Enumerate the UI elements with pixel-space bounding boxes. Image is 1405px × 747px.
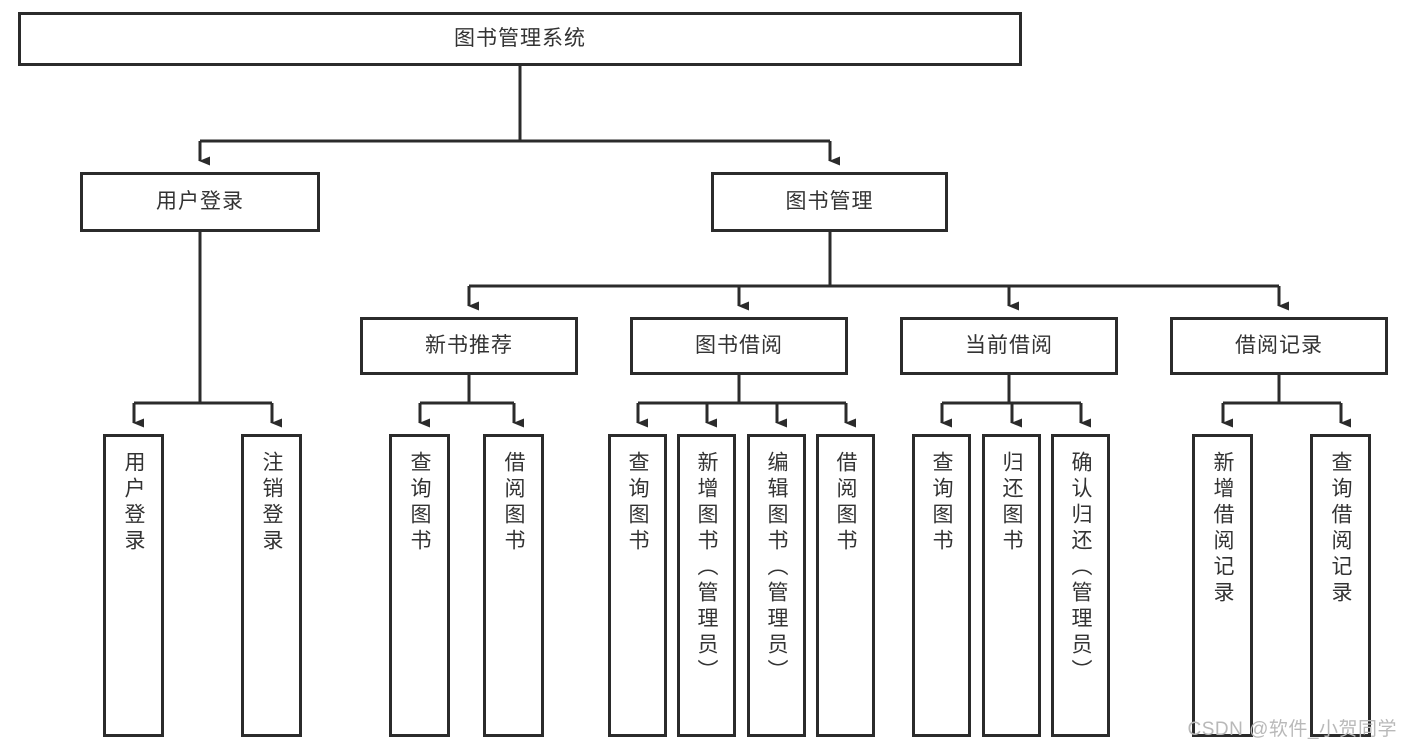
node-leaf-query-book-3[interactable]: 查询图书 bbox=[912, 434, 971, 737]
node-label: 借阅图书 bbox=[834, 451, 857, 555]
node-leaf-add-book-admin[interactable]: 新增图书（管理员） bbox=[677, 434, 736, 737]
node-label: 查询图书 bbox=[408, 451, 431, 555]
node-label: 新增图书（管理员） bbox=[695, 451, 718, 685]
node-label: 用户登录 bbox=[122, 451, 145, 555]
node-user-login[interactable]: 用户登录 bbox=[80, 172, 320, 232]
node-leaf-user-login[interactable]: 用户登录 bbox=[103, 434, 164, 737]
node-label: 用户登录 bbox=[156, 189, 244, 213]
node-leaf-user-logout[interactable]: 注销登录 bbox=[241, 434, 302, 737]
node-new-book-recommend[interactable]: 新书推荐 bbox=[360, 317, 578, 375]
node-label: 借阅记录 bbox=[1235, 333, 1323, 357]
csdn-watermark: CSDN @软件_小贺同学 bbox=[1187, 719, 1397, 740]
node-label: 当前借阅 bbox=[965, 333, 1053, 357]
node-root-book-management-system[interactable]: 图书管理系统 bbox=[18, 12, 1022, 66]
node-borrow-record[interactable]: 借阅记录 bbox=[1170, 317, 1388, 375]
node-label: 编辑图书（管理员） bbox=[765, 451, 788, 685]
node-book-management[interactable]: 图书管理 bbox=[711, 172, 948, 232]
node-label: 新书推荐 bbox=[425, 333, 513, 357]
node-label: 查询图书 bbox=[626, 451, 649, 555]
node-label: 确认归还（管理员） bbox=[1069, 451, 1092, 685]
node-label: 查询图书 bbox=[930, 451, 953, 555]
node-label: 注销登录 bbox=[260, 451, 283, 555]
node-current-borrow[interactable]: 当前借阅 bbox=[900, 317, 1118, 375]
node-book-borrow[interactable]: 图书借阅 bbox=[630, 317, 848, 375]
node-leaf-query-borrow-record[interactable]: 查询借阅记录 bbox=[1310, 434, 1371, 737]
node-label: 归还图书 bbox=[1000, 451, 1023, 555]
node-leaf-query-book-2[interactable]: 查询图书 bbox=[608, 434, 667, 737]
node-label: 借阅图书 bbox=[502, 451, 525, 555]
node-label: 查询借阅记录 bbox=[1329, 451, 1352, 607]
node-leaf-query-book-1[interactable]: 查询图书 bbox=[389, 434, 450, 737]
node-leaf-borrow-book-2[interactable]: 借阅图书 bbox=[816, 434, 875, 737]
node-label: 新增借阅记录 bbox=[1211, 451, 1234, 607]
node-label: 图书管理系统 bbox=[454, 26, 586, 50]
node-leaf-add-borrow-record[interactable]: 新增借阅记录 bbox=[1192, 434, 1253, 737]
node-leaf-return-book[interactable]: 归还图书 bbox=[982, 434, 1041, 737]
node-leaf-confirm-return-admin[interactable]: 确认归还（管理员） bbox=[1051, 434, 1110, 737]
node-leaf-edit-book-admin[interactable]: 编辑图书（管理员） bbox=[747, 434, 806, 737]
node-leaf-borrow-book-1[interactable]: 借阅图书 bbox=[483, 434, 544, 737]
node-label: 图书借阅 bbox=[695, 333, 783, 357]
node-label: 图书管理 bbox=[785, 189, 874, 213]
